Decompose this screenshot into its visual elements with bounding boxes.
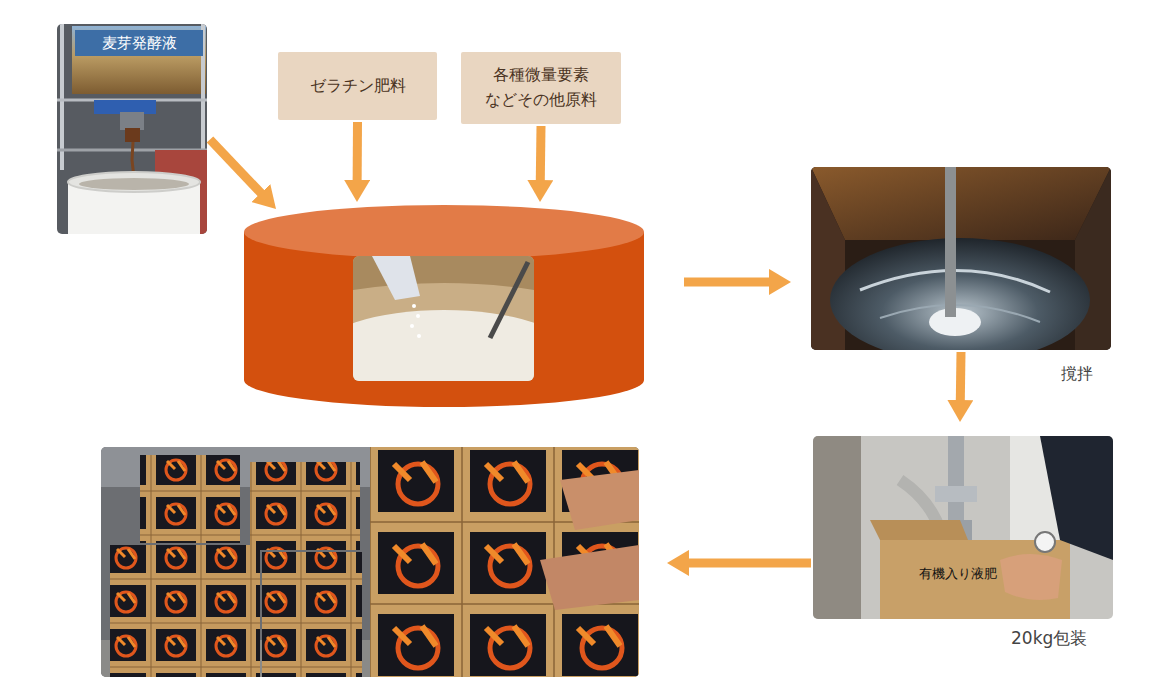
photo-panel: 撹拌 [811,167,1111,350]
box-label: 各種微量要素 などその他原料 [473,63,609,113]
photo-panel: 有機入り液肥20kg包装 [813,436,1113,619]
material-box: ゼラチン肥料 [278,52,437,120]
carton-print: 有機入り液肥 [919,566,997,582]
step-caption: 撹拌 [1061,364,1093,383]
material-box: 各種微量要素 などその他原料 [461,52,621,124]
mixing-tank-drawing [244,205,644,407]
sign-text: 麦芽発酵液 [75,30,203,56]
flow-arrow [353,122,362,184]
box-label: ゼラチン肥料 [310,74,406,99]
stirring-photo [811,167,1111,350]
flow-arrow [536,126,546,184]
step-caption: 20kg包装 [1011,628,1087,648]
photo-panel: 麦芽発酵液 [57,24,207,234]
product-stack-photo [101,447,639,677]
flow-arrow [956,352,966,404]
packing-photo [813,436,1113,619]
flow-arrow [685,558,811,567]
flow-arrow [684,277,773,286]
photo-panel [101,447,639,677]
mixing-tank [244,205,644,408]
pour-photo [57,24,207,234]
flow-arrow [210,140,264,196]
